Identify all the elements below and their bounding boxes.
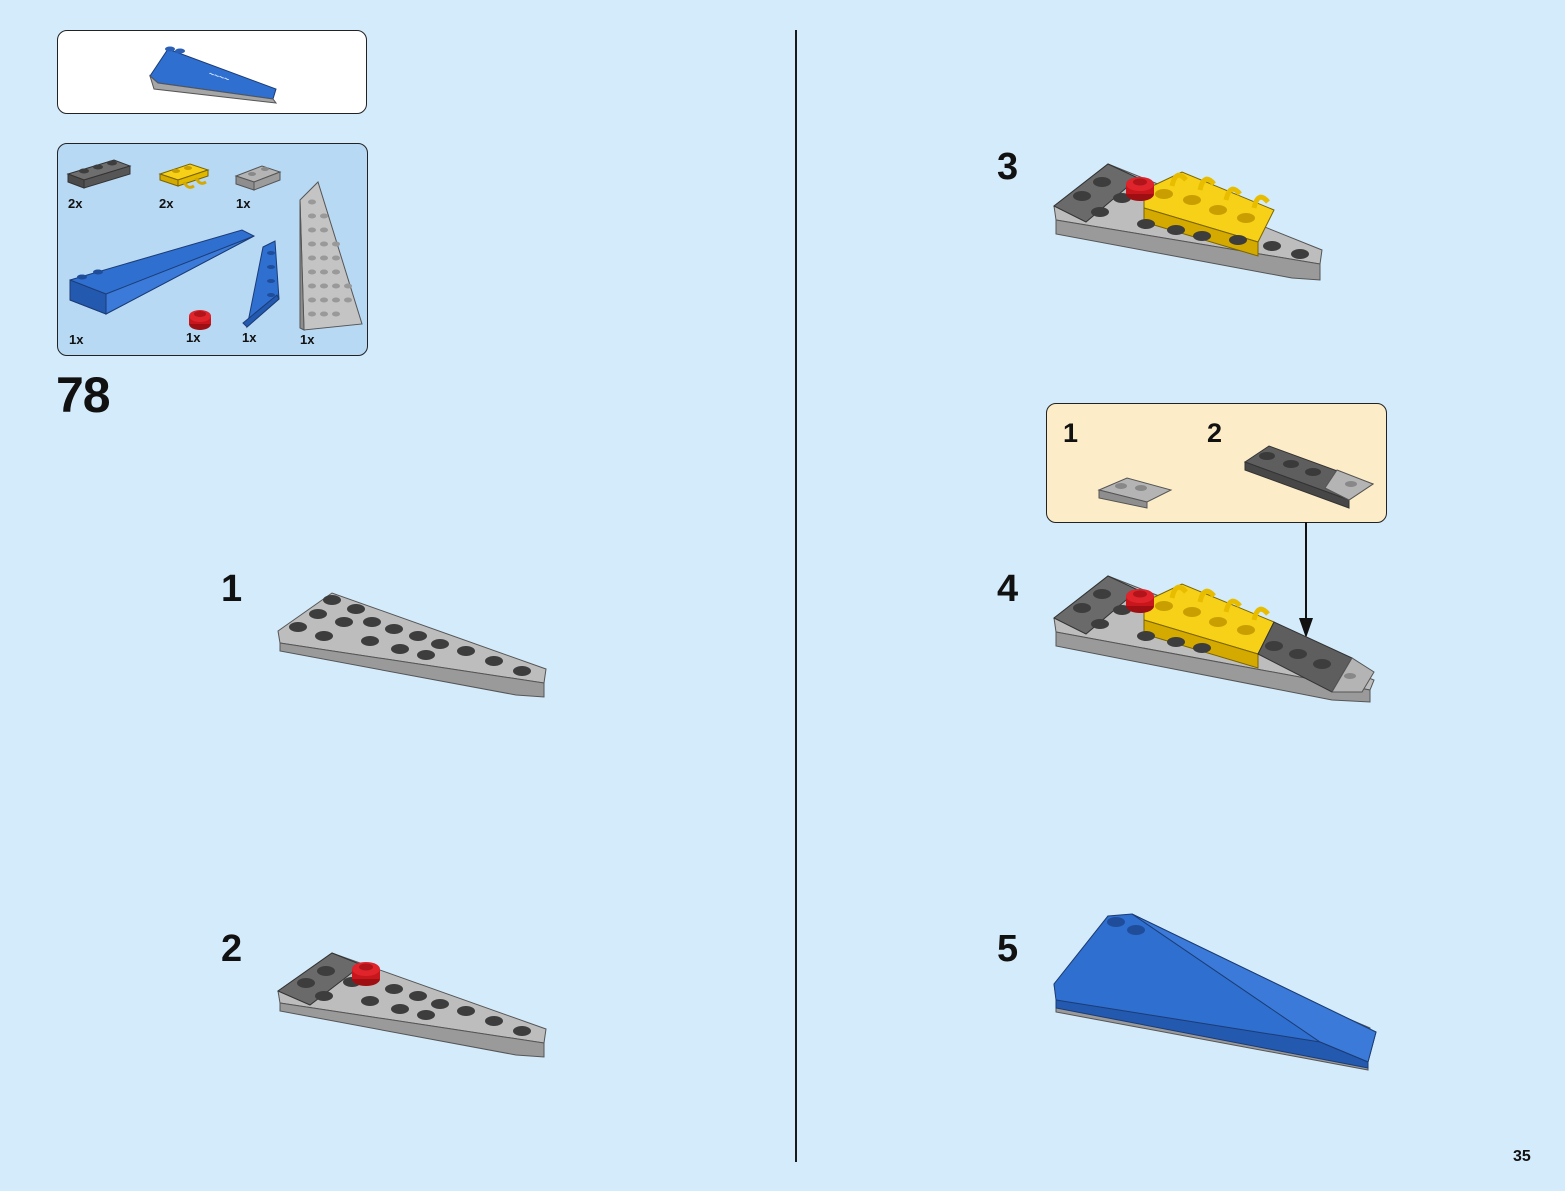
part-qty: 1x xyxy=(236,196,251,211)
step-5-blue-wedge-assembly-icon xyxy=(1053,913,1377,1071)
step-number: 1 xyxy=(221,568,243,610)
blue-wing-plate-icon xyxy=(242,240,280,329)
light-gray-slope-plate-icon xyxy=(234,165,282,191)
dark-gray-plate-1x3-icon xyxy=(66,159,132,189)
part-qty: 1x xyxy=(300,332,315,347)
red-round-plate-icon xyxy=(352,962,380,986)
step-4-assembly-icon xyxy=(1053,575,1375,703)
light-gray-slope-plate-icon xyxy=(1097,477,1173,509)
page-number: 35 xyxy=(1513,1148,1531,1165)
parts-list-box: 2x 2x 1x 1x 1x xyxy=(57,143,368,356)
callout-step-number: 2 xyxy=(1207,418,1223,448)
blue-wedge-assembly-icon: ~~~~ xyxy=(149,46,278,104)
light-gray-wing-plate-icon xyxy=(299,181,363,331)
dark-gray-plate-with-slope-icon xyxy=(1243,445,1375,509)
down-arrow-icon xyxy=(1299,522,1313,638)
subassembly-preview-box: ~~~~ xyxy=(57,30,367,114)
part-qty: 2x xyxy=(159,196,174,211)
step-1-gray-wing-plate-icon xyxy=(277,592,547,698)
step-2-gray-wing-with-red-plate-icon xyxy=(276,952,547,1058)
blue-wedge-icon xyxy=(69,229,256,315)
part-qty: 1x xyxy=(186,330,201,345)
part-qty: 2x xyxy=(68,196,83,211)
step-number: 3 xyxy=(997,146,1019,188)
step-number: 4 xyxy=(997,568,1019,610)
part-qty: 1x xyxy=(242,330,257,345)
callout-step-number: 1 xyxy=(1063,418,1079,448)
red-round-plate-icon xyxy=(1126,589,1154,613)
main-step-number: 78 xyxy=(56,367,111,423)
red-round-plate-icon xyxy=(189,310,211,330)
step-number: 2 xyxy=(221,928,243,970)
red-round-plate-icon xyxy=(1126,177,1154,201)
page-divider xyxy=(795,30,797,1162)
sub-step-callout: 1 2 xyxy=(1046,403,1387,523)
step-number: 5 xyxy=(997,928,1019,970)
step-3-assembly-icon xyxy=(1053,163,1323,281)
yellow-clip-plate-icon xyxy=(158,163,210,189)
part-qty: 1x xyxy=(69,332,84,347)
